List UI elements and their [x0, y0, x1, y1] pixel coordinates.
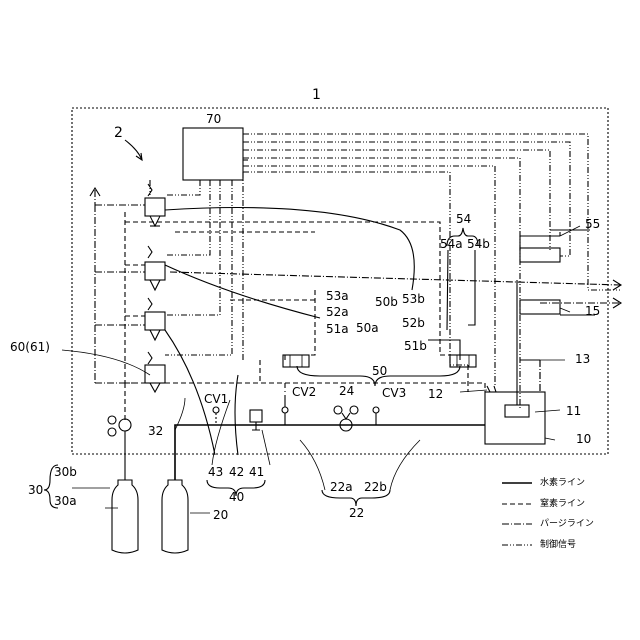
- valve-51a: [283, 355, 309, 367]
- label-50: 50: [372, 365, 387, 377]
- label-53b: 53b: [402, 293, 425, 305]
- label-15: 15: [585, 305, 600, 317]
- legend-hydrogen: 水素ライン: [540, 478, 585, 488]
- label-50b: 50b: [375, 296, 398, 308]
- label-54b: 54b: [467, 238, 490, 250]
- unit-15: [520, 300, 560, 314]
- valve-coils: [148, 184, 152, 364]
- label-13: 13: [575, 353, 590, 365]
- legend-control: 制御信号: [540, 540, 576, 550]
- valve-60: [145, 365, 165, 392]
- label-12: 12: [428, 388, 443, 400]
- label-43: 43: [208, 466, 223, 478]
- label-10: 10: [576, 433, 591, 445]
- label-cv3: CV3: [382, 387, 406, 399]
- signal-wires: [165, 208, 595, 456]
- label-52a: 52a: [326, 306, 349, 318]
- valve-41: [250, 410, 262, 422]
- purge-lines: [95, 190, 620, 392]
- regulator-30b: [108, 416, 131, 480]
- label-60-61: 60(61): [10, 341, 50, 353]
- label-32: 32: [148, 425, 163, 437]
- label-device: 2: [114, 126, 123, 140]
- tank-10: [485, 392, 545, 444]
- controller-box: [183, 128, 243, 180]
- node-12-mark: [487, 386, 496, 392]
- label-54: 54: [456, 213, 471, 225]
- label-22b: 22b: [364, 481, 387, 493]
- cv3: [373, 407, 379, 413]
- cylinder-20: [162, 480, 188, 553]
- label-41: 41: [249, 466, 264, 478]
- unit-55: [520, 248, 560, 262]
- regulator-24: [334, 406, 358, 431]
- label-30b: 30b: [54, 466, 77, 478]
- label-system: 1: [312, 88, 321, 102]
- label-22a: 22a: [330, 481, 353, 493]
- leader-lines: [62, 226, 580, 513]
- label-30a: 30a: [54, 495, 77, 507]
- label-55: 55: [585, 218, 600, 230]
- label-22: 22: [349, 507, 364, 519]
- device-arrow: [125, 140, 142, 160]
- label-20: 20: [213, 509, 228, 521]
- cv1: [213, 407, 219, 413]
- label-11: 11: [566, 405, 581, 417]
- label-cv2: CV2: [292, 386, 316, 398]
- valve-mid-1: [145, 262, 165, 290]
- label-53a: 53a: [326, 290, 349, 302]
- legend-purge: パージライン: [540, 519, 594, 529]
- label-51a: 51a: [326, 323, 349, 335]
- label-40: 40: [229, 491, 244, 503]
- label-50a: 50a: [356, 322, 379, 334]
- legend-nitrogen: 窒素ライン: [540, 499, 585, 509]
- label-51b: 51b: [404, 340, 427, 352]
- label-24: 24: [339, 385, 354, 397]
- cylinder-30a: [112, 480, 138, 553]
- system-boundary: [72, 108, 608, 454]
- valve-mid-2: [145, 312, 165, 340]
- label-52b: 52b: [402, 317, 425, 329]
- label-cv1: CV1: [204, 393, 228, 405]
- cv2: [282, 407, 288, 413]
- label-30: 30: [28, 484, 43, 496]
- label-42: 42: [229, 466, 244, 478]
- sensor-11: [505, 405, 529, 417]
- label-controller: 70: [206, 113, 221, 125]
- label-54a: 54a: [440, 238, 463, 250]
